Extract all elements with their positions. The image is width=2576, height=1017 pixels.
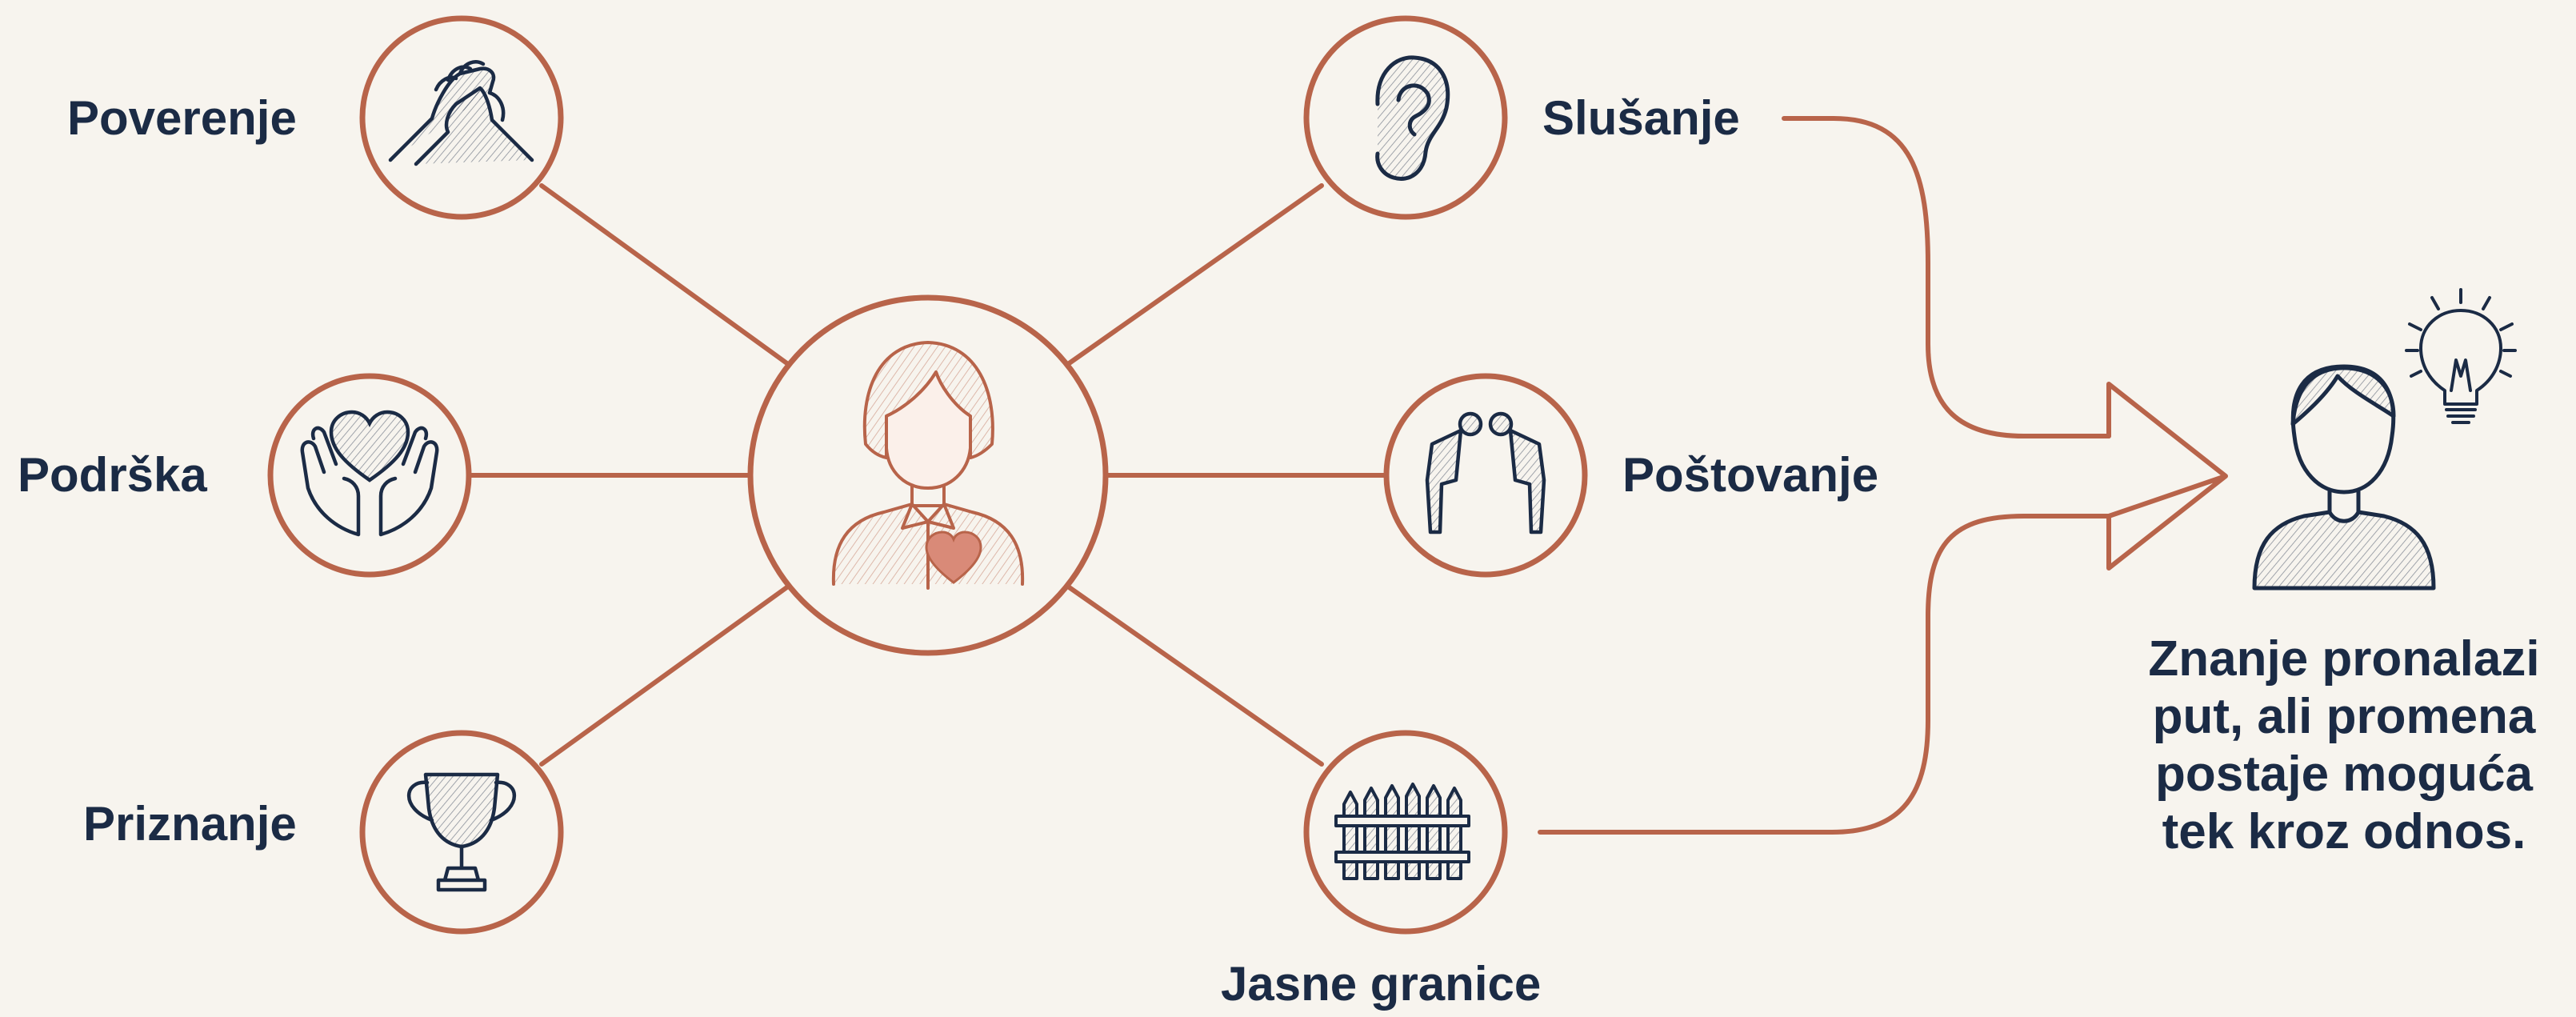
label-boundaries: Jasne granice <box>1221 957 1542 1011</box>
caption-line: Znanje pronalazi <box>2148 631 2540 687</box>
connector-trust <box>539 183 790 366</box>
node-recognition <box>359 730 564 935</box>
connector-listening <box>1066 183 1324 366</box>
connector-recognition <box>539 584 790 767</box>
node-support <box>267 373 472 578</box>
ear-icon <box>1375 55 1450 181</box>
flow-curve-bottom <box>1538 514 2111 835</box>
heart-icon <box>329 410 410 482</box>
bowing-people-icon <box>1425 411 1546 535</box>
label-recognition: Priznanje <box>83 797 297 851</box>
flow-arrowhead <box>2106 382 2228 571</box>
label-support: Podrška <box>18 448 207 502</box>
result-caption: Znanje pronalazi put, ali promena postaj… <box>2112 631 2576 861</box>
caption-line: postaje moguća <box>2155 747 2533 802</box>
open-hands-icon <box>300 426 439 537</box>
label-respect: Poštovanje <box>1622 448 1879 502</box>
caption-line: put, ali promena <box>2152 689 2536 744</box>
center-node <box>747 294 1109 656</box>
caption-line: tek kroz odnos. <box>2162 804 2526 859</box>
connector-boundaries <box>1066 584 1324 767</box>
handshake-icon <box>388 60 534 166</box>
node-respect <box>1383 373 1588 578</box>
connectors <box>467 116 2228 835</box>
node-trust <box>359 15 564 220</box>
person-icon <box>2252 364 2436 591</box>
node-boundaries <box>1303 730 1508 935</box>
flow-curve-top <box>1782 116 2111 438</box>
label-trust: Poverenje <box>67 91 297 145</box>
trophy-icon <box>407 772 516 892</box>
label-listening: Slušanje <box>1542 91 1740 145</box>
fence-icon <box>1334 783 1470 880</box>
center-heart-icon <box>925 531 982 584</box>
person-with-lightbulb-icon <box>2252 288 2517 591</box>
node-listening <box>1303 15 1508 220</box>
lightbulb-icon <box>2405 288 2517 424</box>
